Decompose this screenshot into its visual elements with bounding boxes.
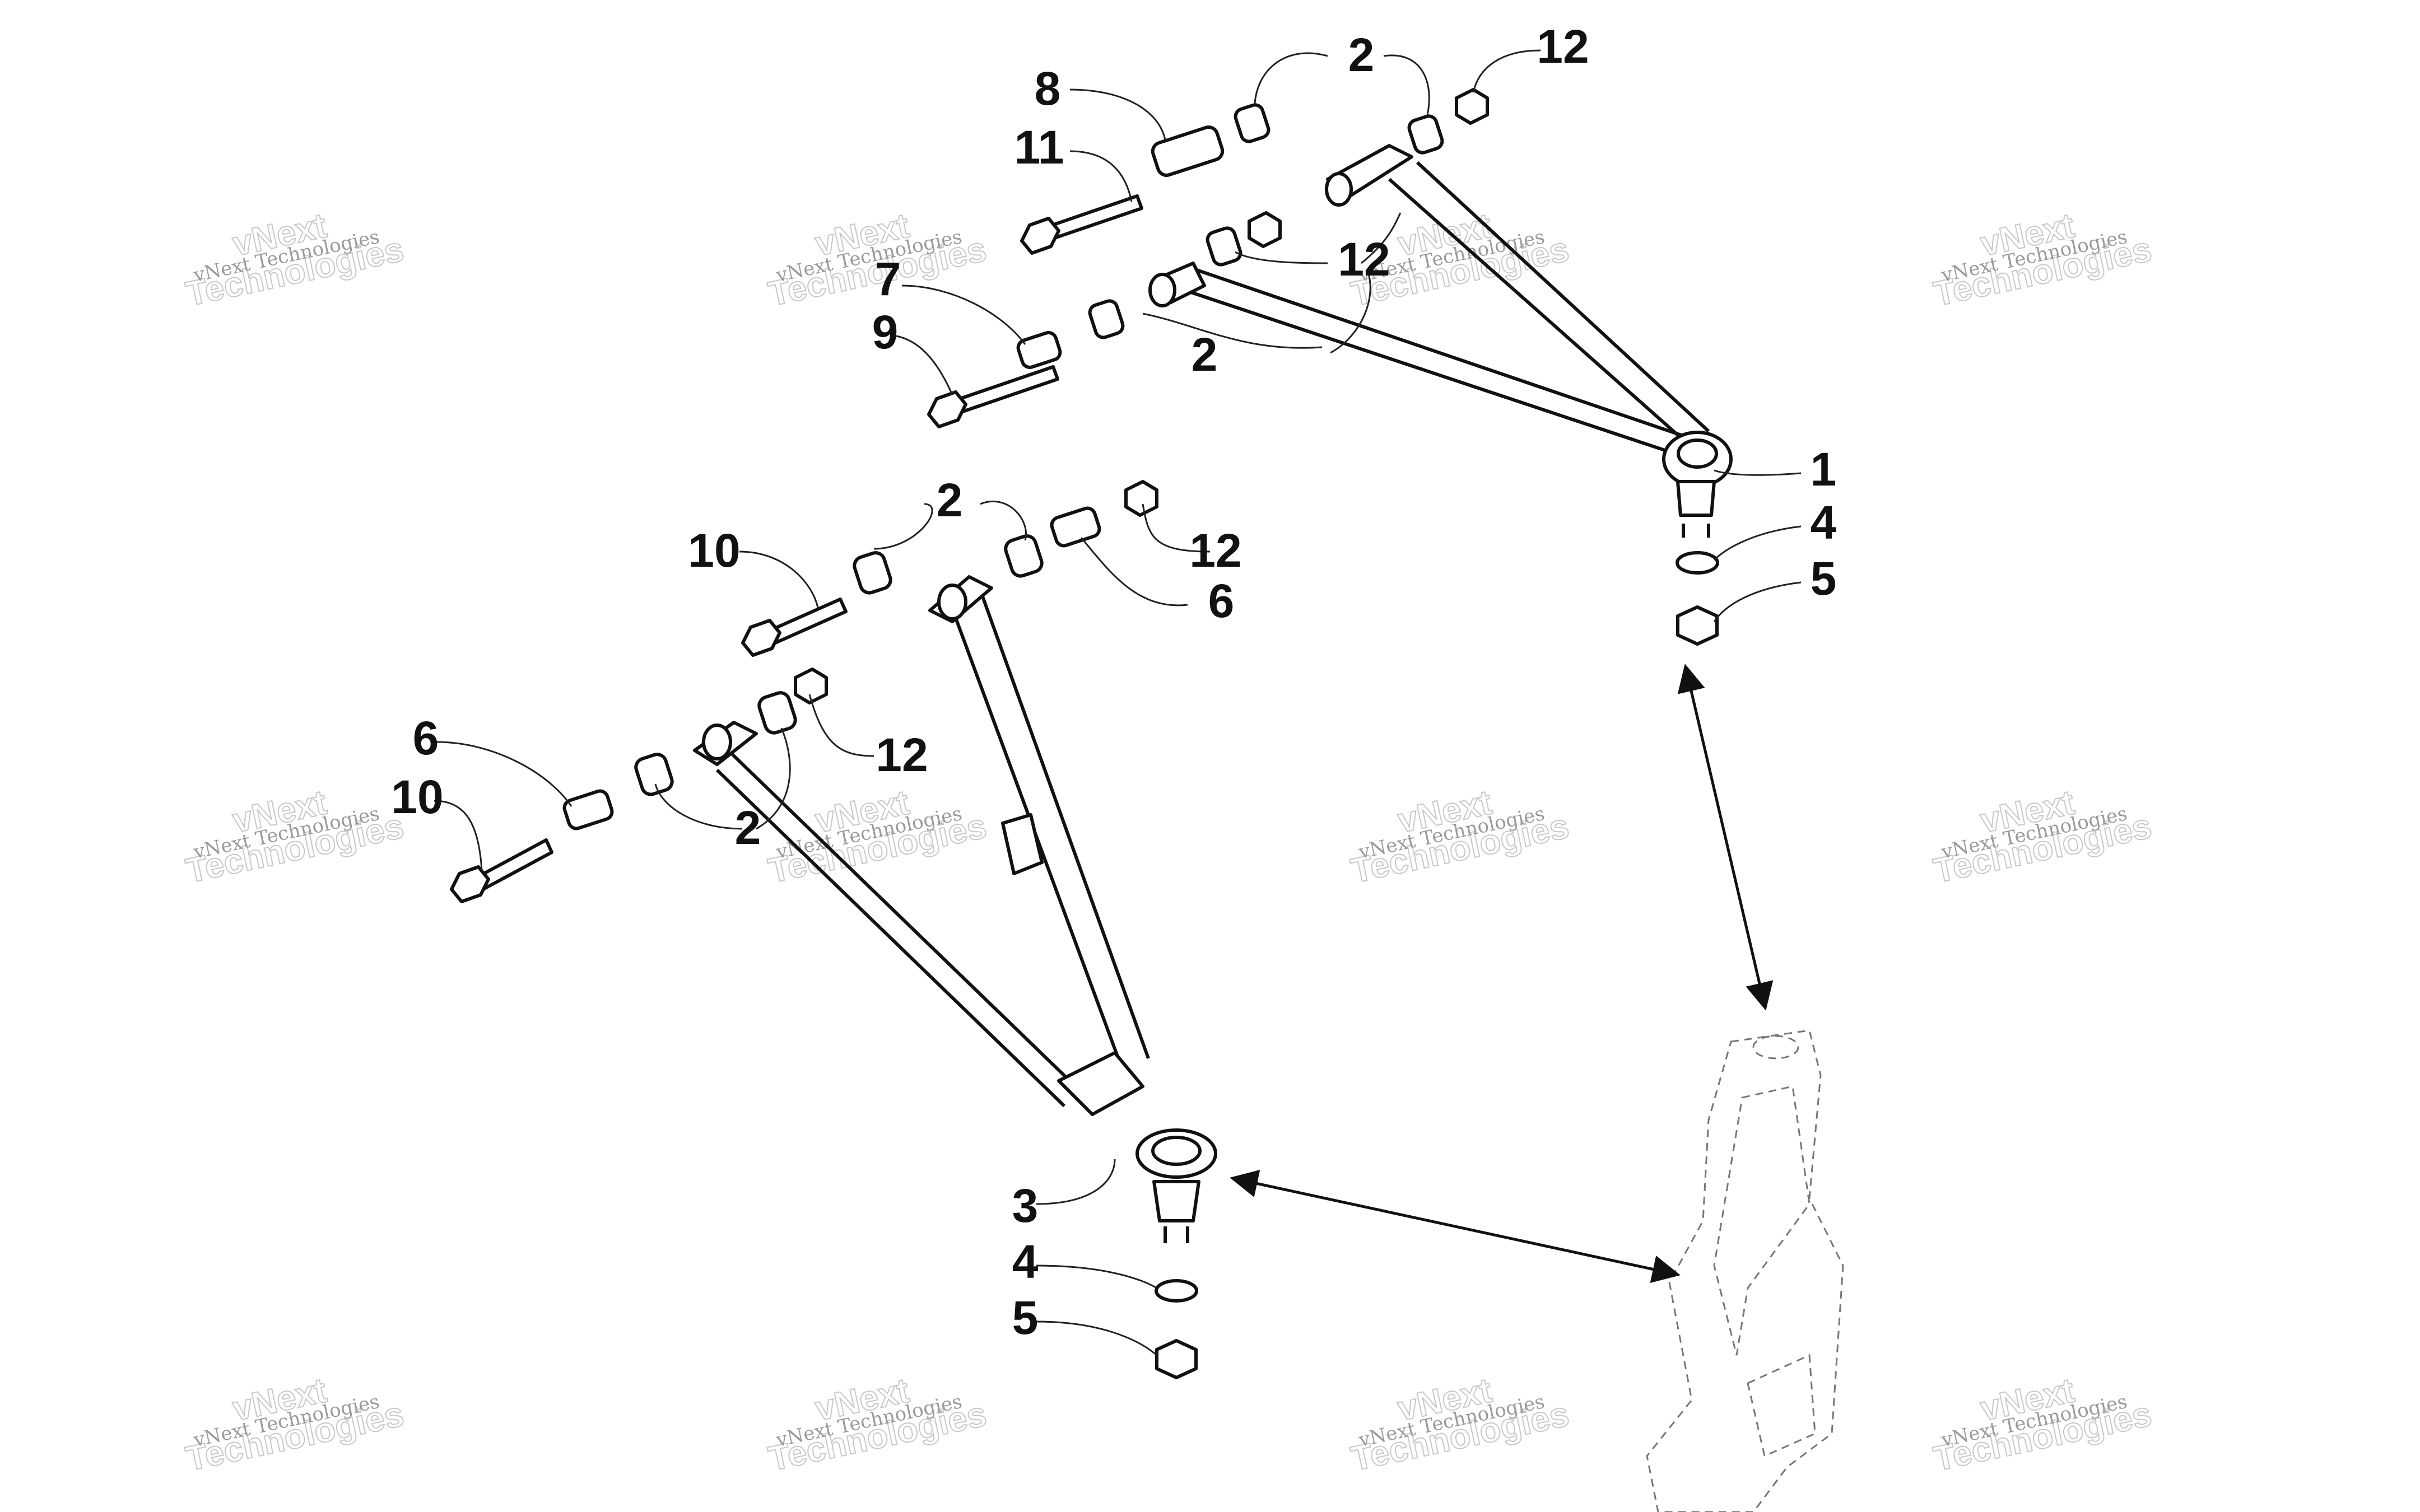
callout-2: 2 [735, 801, 761, 854]
bolt [741, 598, 848, 657]
lock-nut [1676, 605, 1719, 646]
callout-3: 3 [1012, 1179, 1039, 1232]
callout-2: 2 [1192, 328, 1218, 381]
sleeve [562, 789, 614, 830]
watermark: vNext Technologies vNext Technologies [1930, 782, 2156, 891]
bushing [1234, 103, 1270, 143]
callout-12: 12 [1537, 20, 1589, 73]
callout-10: 10 [391, 771, 443, 823]
bushing [1206, 226, 1242, 267]
upper-a-arm-assembly [927, 88, 1733, 646]
lock-nut [1124, 480, 1158, 517]
sleeve [1151, 125, 1225, 177]
sleeve [1016, 331, 1062, 369]
lock-nut [1455, 88, 1489, 125]
watermark: vNext Technologies vNext Technologies [1930, 206, 2156, 314]
bushing [634, 753, 674, 796]
callout-labels: 1 2 2 2 2 3 4 4 5 5 6 6 7 8 9 10 10 11 1… [391, 20, 1836, 1344]
bolt [927, 365, 1059, 428]
callout-4: 4 [1811, 496, 1837, 549]
callout-1: 1 [1811, 443, 1837, 496]
watermark: vNext Technologies vNext Technologies [182, 206, 408, 314]
bushing [1088, 299, 1125, 339]
lower-a-arm-assembly [450, 480, 1217, 1379]
watermark: vNext Technologies vNext Technologies [1347, 782, 1573, 891]
watermark: vNext Technologies vNext Technologies [182, 782, 408, 891]
callout-2: 2 [937, 474, 963, 526]
bushing [1004, 534, 1044, 578]
washer [1676, 551, 1719, 575]
upper-a-arm [1148, 144, 1733, 538]
watermark: vNext Technologies vNext Technologies [1930, 1370, 2156, 1479]
callout-7: 7 [875, 253, 901, 305]
lower-a-arm [693, 575, 1217, 1243]
watermark: vNext Technologies vNext Technologies [1347, 1370, 1573, 1479]
leader-lines [434, 49, 1802, 1356]
lock-nut [794, 668, 828, 704]
callout-10: 10 [688, 524, 740, 577]
callout-6: 6 [1208, 575, 1235, 627]
callout-5: 5 [1811, 552, 1837, 605]
shock-mount-bracket [1001, 813, 1044, 875]
watermark: vNext Technologies vNext Technologies [182, 1370, 408, 1479]
bolt [1020, 194, 1143, 255]
callout-5: 5 [1012, 1291, 1039, 1344]
watermark: vNext Technologies vNext Technologies [765, 782, 990, 891]
callout-4: 4 [1012, 1235, 1039, 1288]
callout-11: 11 [1014, 121, 1064, 174]
lock-nut [1155, 1339, 1198, 1379]
install-arrow [1230, 1170, 1681, 1283]
callout-12: 12 [876, 729, 928, 781]
bolt [450, 838, 553, 903]
spindle-reference [1646, 1029, 1844, 1512]
bushing [757, 691, 797, 735]
callout-6: 6 [413, 712, 439, 764]
callout-8: 8 [1035, 62, 1061, 115]
callout-12: 12 [1189, 524, 1241, 577]
install-arrow [1677, 664, 1774, 1011]
bushing [853, 551, 892, 595]
callout-12: 12 [1338, 233, 1390, 286]
bushing [1407, 114, 1444, 155]
sleeve [1050, 506, 1101, 548]
washer [1155, 1279, 1198, 1303]
watermark: vNext Technologies vNext Technologies [765, 1370, 990, 1479]
callout-9: 9 [872, 306, 899, 358]
lock-nut [1248, 211, 1282, 248]
callout-2: 2 [1348, 29, 1375, 81]
